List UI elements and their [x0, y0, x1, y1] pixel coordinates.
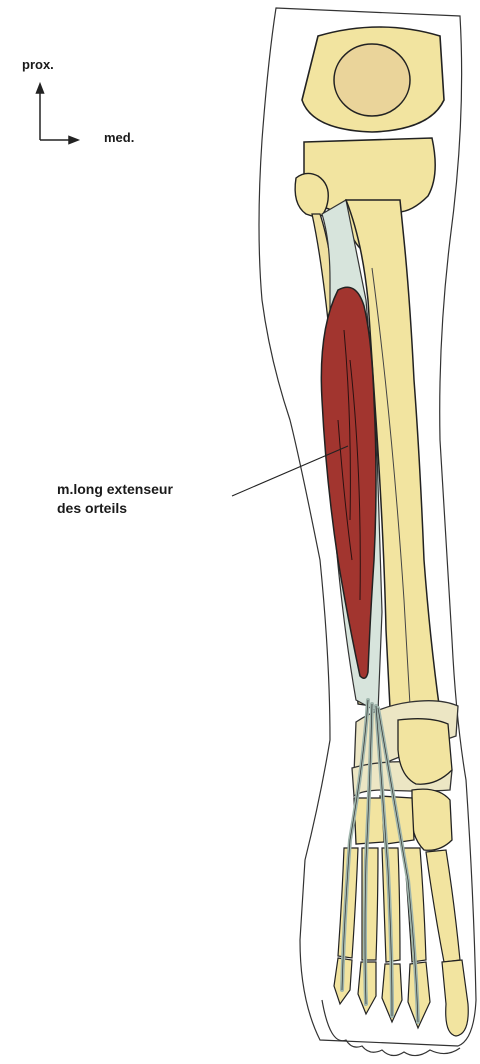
muscle-label-line1: m.long extenseur — [57, 480, 173, 498]
patella — [302, 27, 444, 132]
medial-arrowhead — [69, 137, 78, 144]
patella-inner-surface — [334, 44, 410, 116]
orientation-axes — [37, 84, 79, 144]
proximal-arrowhead — [37, 84, 44, 93]
proximal-label: prox. — [22, 57, 54, 72]
medial-label: med. — [104, 130, 134, 145]
muscle-label-line2: des orteils — [57, 499, 127, 517]
